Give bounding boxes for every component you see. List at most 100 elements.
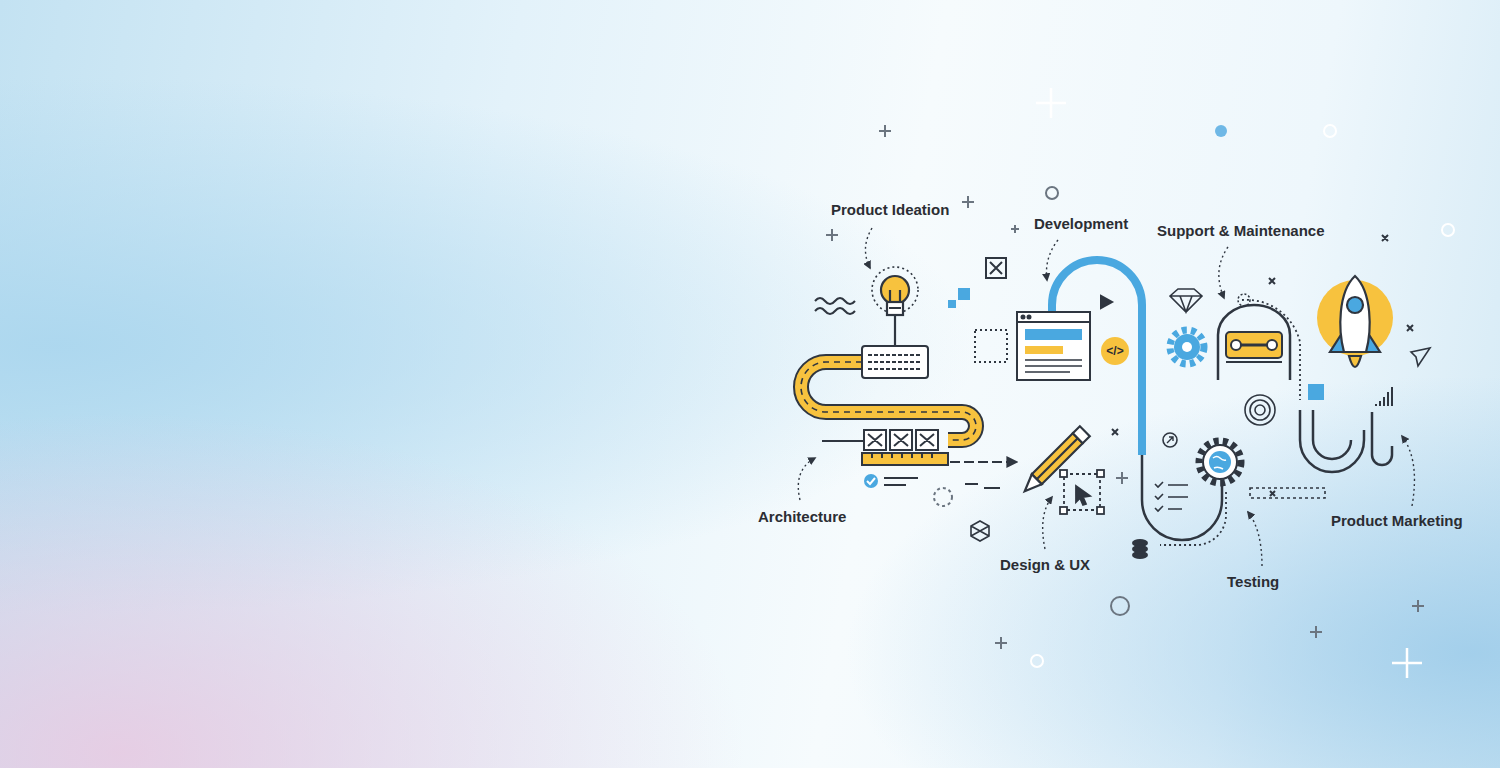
stage-label: Testing: [1227, 573, 1279, 591]
marketing-icons: [1308, 384, 1324, 400]
rocket-icon: [1349, 356, 1361, 367]
decoration: [826, 229, 838, 241]
decoration: [1412, 600, 1424, 612]
decoration: [1011, 225, 1019, 233]
wave-icon: [815, 308, 855, 314]
selection-icon: [1076, 486, 1090, 505]
support-icons: [1182, 342, 1192, 352]
decoration: [1324, 125, 1336, 137]
support-icons: [1245, 395, 1275, 425]
marketing-icons: [1411, 348, 1430, 366]
testing-icons: [1167, 437, 1173, 443]
browser-icon: [1025, 329, 1082, 340]
selection-icon: [1064, 474, 1100, 510]
decoration: [962, 196, 974, 208]
marketing-icons: [1376, 387, 1392, 406]
stage-label: Support & Maintenance: [1157, 222, 1325, 240]
stage-label: Design & UX: [1000, 556, 1090, 574]
leader-line: [1046, 240, 1058, 280]
testing-icons: [1155, 482, 1188, 511]
leader-line: [865, 228, 872, 268]
development-icons: [948, 300, 956, 308]
decoration: [1392, 648, 1422, 678]
path-black: [1250, 488, 1325, 498]
support-icons: [1170, 289, 1202, 312]
development-icons: [948, 258, 1129, 365]
leader-line: [1402, 436, 1414, 506]
hexagon-icon: [971, 521, 989, 541]
support-icons: [1238, 294, 1250, 306]
development-icons: [958, 288, 970, 300]
keyboard-icon: [868, 355, 922, 369]
bulb-icon: [889, 290, 901, 308]
decoration: [1215, 125, 1227, 137]
selection-icon: [1097, 507, 1104, 514]
architecture-icon: [822, 440, 864, 442]
support-icons: [1226, 361, 1282, 363]
decoration: [1046, 187, 1058, 199]
support-icons: [1242, 300, 1300, 400]
leader-line: [1248, 512, 1262, 566]
decoration: [1116, 472, 1128, 484]
leader-line: [798, 228, 1414, 566]
hexagon-icon: [971, 521, 989, 541]
bulb-icon: [881, 276, 909, 304]
architecture-icon: [864, 474, 878, 488]
browser-icon: [1017, 312, 1090, 380]
pencil-icon: [1032, 433, 1083, 484]
decoration: [1310, 626, 1322, 638]
testing-icons: [1209, 451, 1231, 473]
testing-icons: [1203, 445, 1237, 479]
architecture-icon: [884, 478, 1000, 488]
development-icons: [1101, 296, 1112, 308]
decoration: [1442, 224, 1454, 236]
browser-icon: [1017, 321, 1090, 323]
pencil-icon: [1020, 426, 1090, 496]
stage-label: Architecture: [758, 508, 846, 526]
testing-icons: [1133, 552, 1147, 558]
architecture-icon: [862, 453, 948, 465]
bulb-icon: [872, 267, 918, 346]
browser-icon: [1028, 316, 1031, 319]
development-icons: [975, 330, 1007, 362]
keyboard-icon: [862, 346, 928, 378]
testing-icons: [1213, 457, 1226, 470]
path-black: [1160, 492, 1226, 545]
bulb-icon: [894, 315, 896, 346]
support-icons: [1250, 400, 1270, 420]
architecture-icon: [872, 453, 932, 458]
decoration: [1111, 597, 1129, 615]
browser-icon: [1022, 316, 1025, 319]
wave-icon: [815, 298, 855, 314]
architecture-icon: [822, 430, 1016, 488]
rocket-icon: [1340, 276, 1369, 352]
marketing-icons: [1372, 412, 1392, 465]
support-icons: [1218, 305, 1290, 380]
browser-icon: [1025, 360, 1082, 372]
stage-label: Development: [1034, 215, 1128, 233]
support-icons: [1226, 332, 1282, 358]
rocket-icon: [1317, 276, 1393, 367]
support-icons: [1174, 334, 1200, 360]
browser-icon: [1017, 312, 1090, 380]
support-icons: [1255, 405, 1265, 415]
wave-icon: [815, 298, 855, 304]
decoration: [879, 125, 891, 137]
development-icons: [990, 262, 1002, 274]
stage-label: Product Ideation: [831, 201, 949, 219]
selection-icon: [1060, 470, 1067, 477]
architecture-icon: [868, 434, 934, 446]
leader-line: [798, 458, 815, 500]
selection-icon: [1060, 507, 1067, 514]
marketing-icons: [1300, 348, 1430, 472]
decoration: [1031, 655, 1043, 667]
decoration: [934, 488, 952, 506]
marketing-icons: [1300, 410, 1364, 472]
testing-icons: [1199, 441, 1241, 483]
development-icons: [986, 258, 1006, 278]
selection-icon: [1097, 470, 1104, 477]
stage-label: Product Marketing: [1331, 512, 1463, 530]
support-icons: [1170, 330, 1204, 364]
